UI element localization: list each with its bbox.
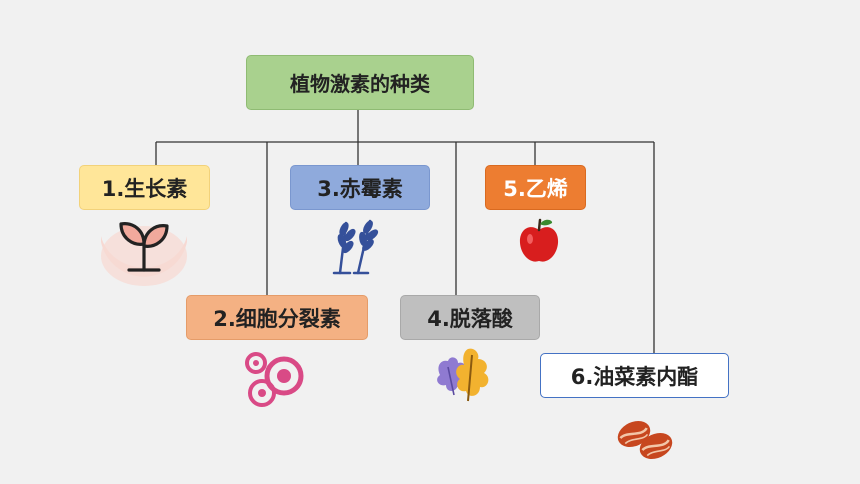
node-auxin: 1.生长素	[79, 165, 210, 210]
beans-icon	[617, 420, 673, 460]
leaves-icon	[437, 348, 489, 402]
node-cytokinin: 2.细胞分裂素	[186, 295, 368, 340]
root-node: 植物激素的种类	[246, 55, 474, 110]
node-gibberellin: 3.赤霉素	[290, 165, 430, 210]
wheat-icon	[332, 219, 379, 275]
node-ethylene: 5.乙烯	[485, 165, 586, 210]
cell-division-icon	[245, 352, 304, 407]
sprout-icon	[101, 222, 187, 286]
node-abscisic-acid: 4.脱落酸	[400, 295, 540, 340]
apple-icon	[519, 218, 559, 262]
node-brassinosteroid: 6.油菜素内酯	[540, 353, 729, 398]
